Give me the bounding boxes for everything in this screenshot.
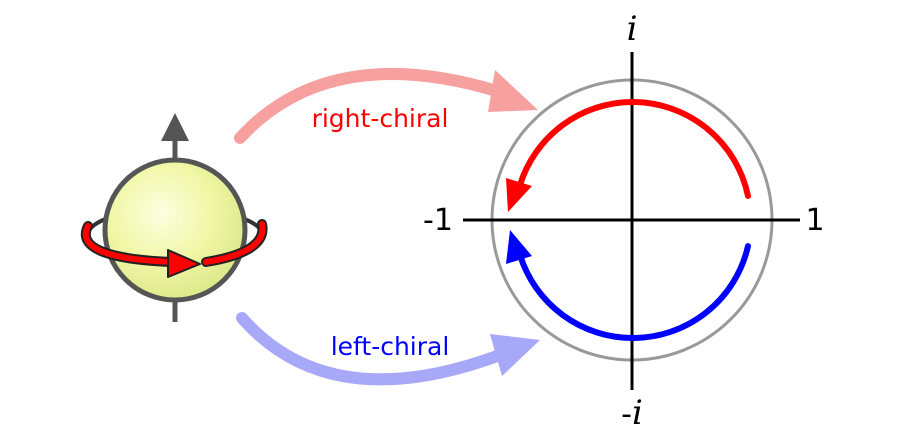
spin-axis-arrowhead [161, 113, 189, 141]
right-chiral-arrowhead [488, 70, 538, 112]
axis-label-neg-one: -1 [423, 203, 453, 238]
right-chiral-rotation-arc [517, 98, 751, 199]
spinning-particle [80, 113, 268, 322]
rotation-ring-front-fill [82, 223, 175, 265]
complex-plane: -1 1 i -i [423, 9, 825, 433]
axis-label-neg-i-sign: - [621, 397, 632, 432]
left-chiral-arrow [236, 312, 540, 386]
rotation-ring-right-piece-fill [203, 221, 266, 265]
right-chiral-rotation-arrowhead [506, 178, 532, 212]
left-chiral-arrowhead [490, 334, 540, 376]
axis-label-i: i [627, 9, 638, 49]
left-chiral-rotation-arc [517, 243, 751, 342]
right-chiral-arrow [234, 68, 538, 144]
rotation-ring-arrowhead [167, 249, 201, 278]
axis-label-neg-i-letter: i [632, 393, 643, 433]
right-chiral-arrow-shaft [234, 68, 506, 144]
left-chiral-rotation-arrowhead [506, 230, 532, 264]
axis-label-neg-i: -i [621, 393, 643, 433]
left-chiral-arrow-shaft [236, 312, 506, 386]
axis-label-pos-one: 1 [805, 203, 824, 238]
particle-sphere [102, 157, 248, 303]
left-chiral-label: left-chiral [331, 332, 450, 361]
right-chiral-label: right-chiral [312, 104, 449, 133]
